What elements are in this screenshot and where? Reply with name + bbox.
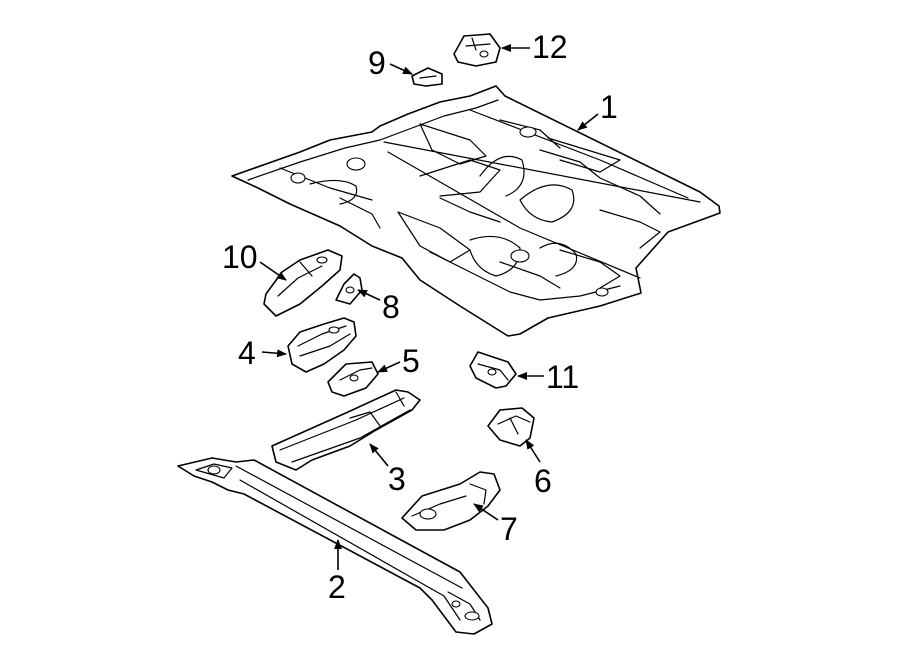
callout-7: 7: [500, 511, 518, 547]
part-12-mount[interactable]: [453, 33, 501, 67]
part-3-rail[interactable]: [271, 389, 421, 471]
callout-1: 1: [600, 89, 618, 125]
leader-5: [377, 361, 401, 373]
part-10-bracket[interactable]: [263, 249, 343, 317]
leader-10: [259, 261, 287, 281]
callout-10: 10: [222, 239, 258, 275]
part-5-bracket[interactable]: [327, 361, 379, 397]
part-9-pad[interactable]: [411, 67, 443, 87]
part-6-bracket[interactable]: [487, 407, 535, 447]
callout-11: 11: [546, 359, 579, 395]
leader-1: [577, 113, 599, 131]
callout-2: 2: [328, 569, 346, 605]
part-4-bracket[interactable]: [287, 317, 357, 373]
callout-3: 3: [388, 461, 406, 497]
leader-lines: [259, 44, 599, 570]
leader-3: [369, 443, 389, 467]
callout-6: 6: [534, 463, 552, 499]
callout-12: 12: [532, 29, 568, 65]
leader-7: [473, 503, 499, 521]
callout-9: 9: [368, 45, 386, 81]
leader-4: [261, 349, 287, 358]
callout-8: 8: [382, 289, 400, 325]
part-8-clip[interactable]: [335, 273, 363, 305]
part-11-bracket[interactable]: [469, 351, 517, 389]
callout-labels: 1 2 3 4 5 6 7 8 9 10 11 12: [222, 29, 618, 605]
callout-5: 5: [402, 343, 420, 379]
leader-6: [525, 439, 541, 463]
part-1-floor-pan[interactable]: [231, 85, 721, 337]
callout-4: 4: [238, 335, 256, 371]
part-7-bracket[interactable]: [401, 471, 501, 531]
leader-8: [357, 289, 381, 301]
part-2-crossmember[interactable]: [177, 457, 493, 635]
leader-9: [389, 63, 413, 75]
